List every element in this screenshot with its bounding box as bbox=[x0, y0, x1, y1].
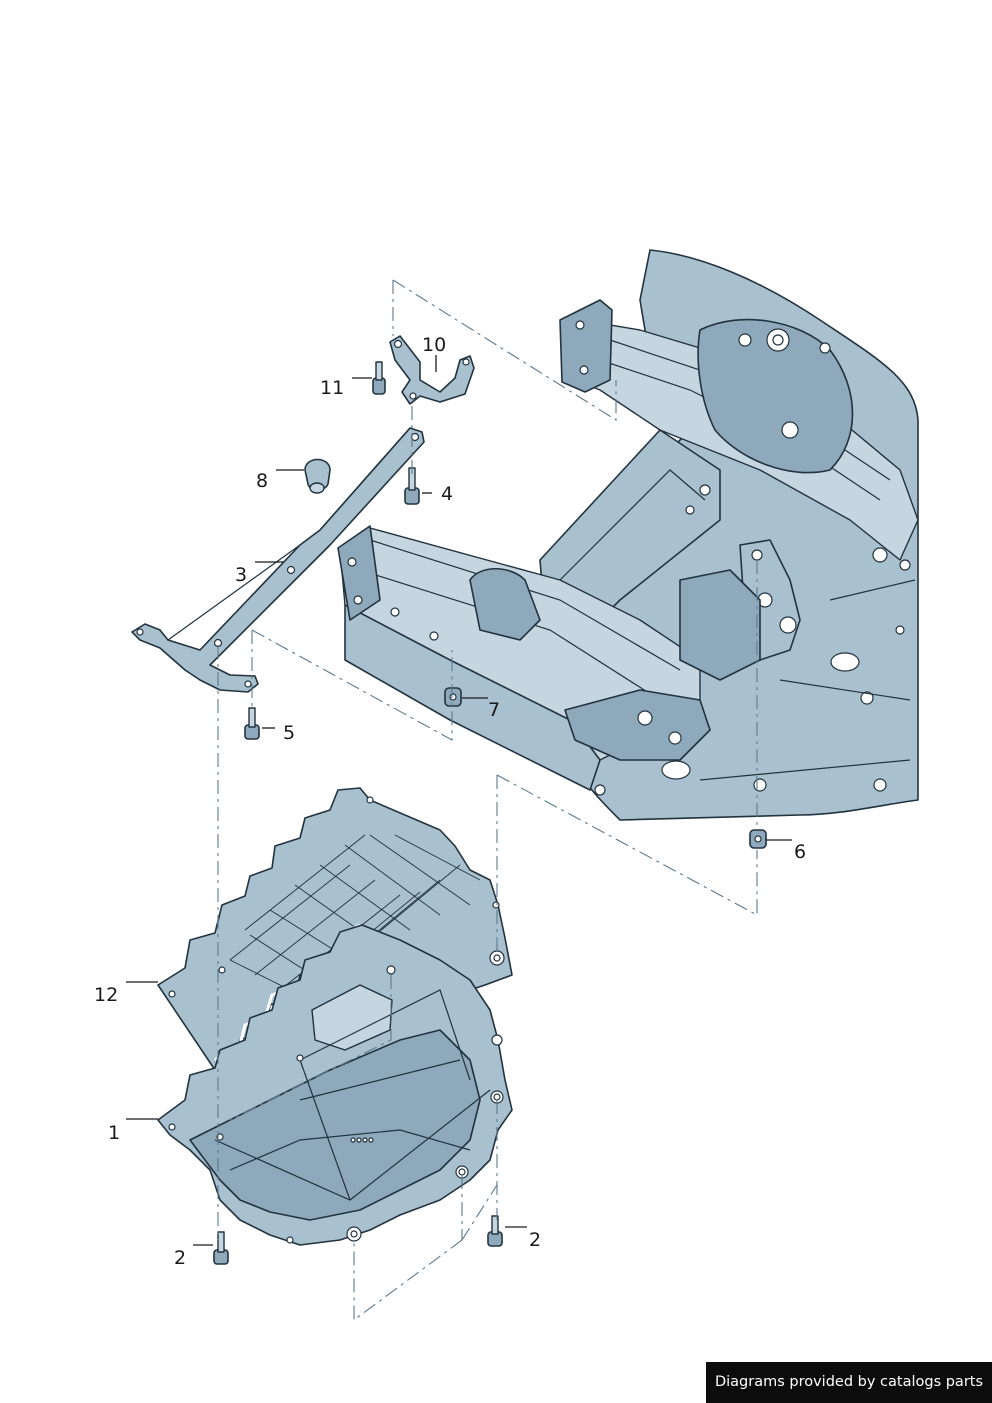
underbody-shield bbox=[157, 923, 513, 1246]
credit-banner: Diagrams provided by catalogs parts bbox=[706, 1362, 992, 1403]
callout-4: 4 bbox=[441, 483, 453, 505]
callout-labels: 10 11 8 4 3 7 5 6 12 1 2 2 bbox=[94, 334, 806, 1269]
callout-2-left: 2 bbox=[174, 1247, 186, 1269]
callout-10: 10 bbox=[422, 334, 446, 356]
bolt-2-left bbox=[213, 1231, 229, 1265]
bolt-4 bbox=[404, 467, 420, 505]
callout-2-right: 2 bbox=[529, 1229, 541, 1251]
callout-8: 8 bbox=[256, 470, 268, 492]
callout-1: 1 bbox=[108, 1122, 120, 1144]
assembly-guide-lines bbox=[217, 279, 758, 1322]
bolt-11 bbox=[372, 361, 386, 395]
bolt-5 bbox=[244, 707, 260, 740]
callout-3: 3 bbox=[235, 564, 247, 586]
callout-12: 12 bbox=[94, 984, 118, 1006]
callout-6: 6 bbox=[794, 841, 806, 863]
vehicle-body-underside bbox=[337, 249, 919, 821]
cross-brace bbox=[131, 427, 425, 693]
callout-7: 7 bbox=[488, 699, 500, 721]
bolt-2-right bbox=[487, 1215, 503, 1247]
nut-7 bbox=[444, 687, 462, 707]
grommet-8 bbox=[304, 458, 331, 494]
callout-5: 5 bbox=[283, 722, 295, 744]
callout-11: 11 bbox=[320, 377, 344, 399]
nut-6 bbox=[749, 829, 767, 849]
bracket bbox=[389, 335, 475, 405]
leader-lines bbox=[126, 355, 792, 1246]
